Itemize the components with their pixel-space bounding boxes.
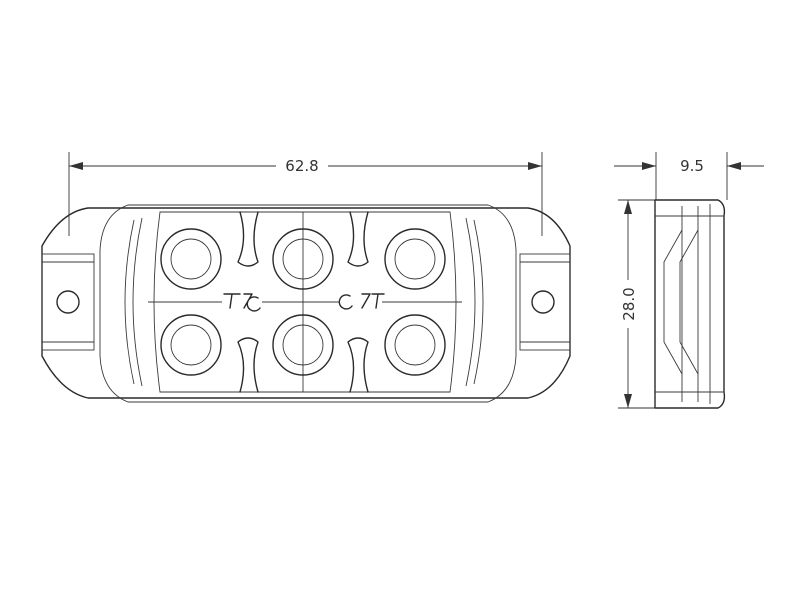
led-top-right — [384, 228, 446, 290]
dimension-width-label: 62.8 — [285, 157, 318, 175]
left-mounting-tab — [41, 253, 95, 351]
housing-outline — [41, 207, 571, 399]
side-view — [654, 199, 726, 409]
dimension-depth-label: 9.5 — [680, 157, 704, 175]
logo-mark-left — [222, 293, 262, 312]
right-mounting-tab — [519, 253, 571, 351]
led-bottom-center — [272, 314, 334, 376]
inner-body — [99, 204, 517, 403]
side-lens-profile — [663, 229, 699, 375]
led-top-left — [160, 228, 222, 290]
front-view — [41, 204, 571, 403]
dimension-height-label: 28.0 — [620, 287, 638, 320]
led-bottom-left — [160, 314, 222, 376]
top-fin-right — [347, 211, 369, 267]
right-lens-rib — [465, 217, 484, 387]
bottom-fin-right — [347, 337, 369, 393]
right-mounting-hole — [531, 290, 555, 314]
dimension-width: 62.8 — [68, 152, 543, 236]
dimension-depth: 9.5 — [614, 152, 764, 200]
side-housing — [654, 199, 726, 409]
dimension-height: 28.0 — [618, 199, 655, 409]
led-top-center — [272, 228, 334, 290]
left-mounting-hole — [56, 290, 80, 314]
left-lens-rib — [124, 217, 143, 387]
logo-mark-right — [338, 293, 385, 310]
bottom-fin-left — [237, 337, 259, 393]
led-bottom-right — [384, 314, 446, 376]
top-fin-left — [237, 211, 259, 267]
lens-panel — [153, 211, 457, 393]
